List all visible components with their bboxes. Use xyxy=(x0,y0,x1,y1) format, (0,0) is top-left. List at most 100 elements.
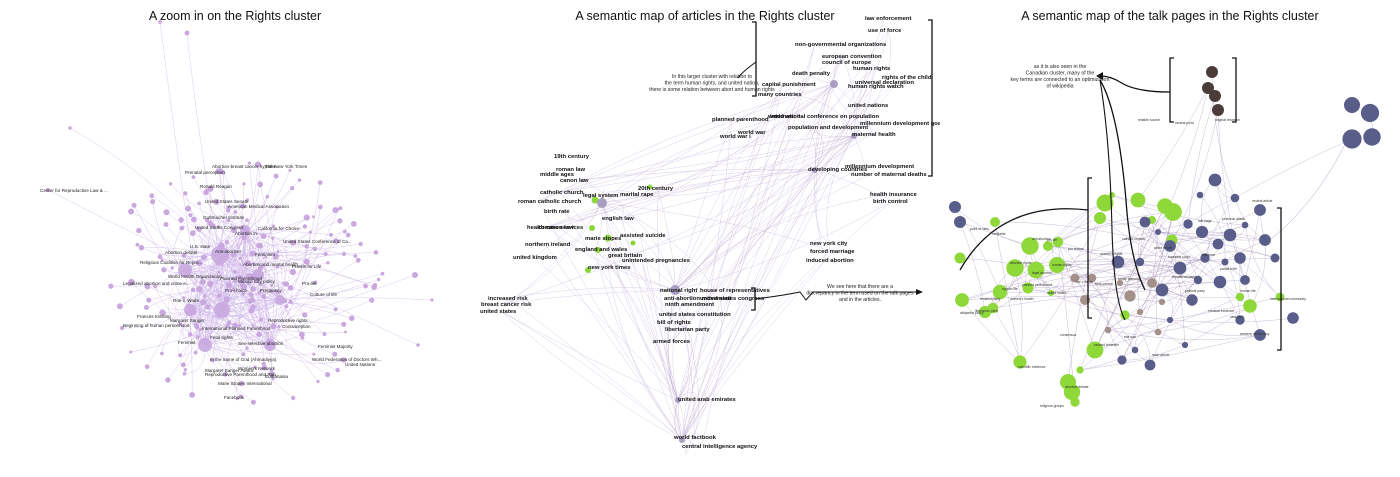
talk-edge xyxy=(1019,277,1076,363)
talk-pages-title: A semantic map of the talk pages in the … xyxy=(1021,9,1319,23)
talk-edge xyxy=(1269,129,1353,241)
rights-node xyxy=(153,284,158,289)
talk-term-label: libertarian party xyxy=(975,309,999,313)
talk-term-label: consensus xyxy=(1060,333,1077,337)
talk-node xyxy=(949,201,961,213)
rights-node xyxy=(217,270,221,274)
rights-node xyxy=(190,287,196,293)
rights-node xyxy=(290,186,295,191)
rights-edge xyxy=(167,308,191,311)
rights-node xyxy=(188,213,193,218)
article-edge xyxy=(677,250,831,401)
article-edge xyxy=(657,187,676,291)
rights-hub-node xyxy=(214,302,230,318)
article-edge xyxy=(672,313,680,401)
rights-node-label: Pro-life xyxy=(302,281,317,286)
article-term-label: death penalty xyxy=(792,71,831,77)
rights-node xyxy=(248,292,254,298)
talk-node xyxy=(1212,238,1224,250)
rights-node-label: Reproductive Parenthood and Rep... xyxy=(205,372,280,377)
rights-node xyxy=(194,324,200,330)
rights-node xyxy=(231,287,236,292)
rights-node xyxy=(120,325,125,331)
rights-edge xyxy=(204,330,271,346)
rights-node xyxy=(371,284,378,291)
rights-node xyxy=(182,371,187,376)
talk-node xyxy=(1086,341,1104,359)
annotation-top-line: there is some relation between abort and… xyxy=(649,87,775,93)
rights-node xyxy=(308,230,312,234)
article-node xyxy=(830,80,838,88)
article-edge xyxy=(621,83,835,219)
talk-edge xyxy=(999,231,1159,293)
rights-node xyxy=(183,191,188,196)
rights-node xyxy=(312,246,318,252)
rights-node xyxy=(302,224,308,229)
article-term-label: central intelligence agency xyxy=(682,444,758,450)
talk-node xyxy=(1243,299,1257,313)
article-edge xyxy=(674,131,759,291)
talk-term-label: late term xyxy=(1202,253,1215,257)
rights-edge xyxy=(189,229,246,311)
rights-node xyxy=(181,252,187,258)
rights-node xyxy=(288,299,293,305)
rights-node xyxy=(144,364,150,370)
rights-node-label: United States Congress xyxy=(195,225,244,230)
talk-annotation-line: as it is also seen in the xyxy=(1034,64,1087,70)
rights-node xyxy=(249,250,256,257)
article-edge xyxy=(546,226,676,291)
rights-node xyxy=(238,277,245,284)
rights-edge xyxy=(122,309,191,329)
talk-edge xyxy=(1144,221,1199,281)
annotation-bracket xyxy=(928,19,933,177)
article-term-label: new york times xyxy=(588,265,631,271)
talk-term-label: human rights xyxy=(1052,263,1072,267)
rights-node xyxy=(158,20,162,24)
talk-edge xyxy=(959,221,986,313)
rights-node xyxy=(290,239,297,246)
article-term-label: forced marriage xyxy=(810,249,855,255)
rights-node xyxy=(160,258,164,262)
rights-node-label: Legalized abortion and crime e... xyxy=(123,281,190,286)
rights-node xyxy=(240,203,246,209)
rights-edge xyxy=(269,336,298,346)
rights-node-label: World Health Organization xyxy=(168,274,222,279)
talk-term-label: religious groups xyxy=(1040,404,1064,408)
talk-node xyxy=(1116,279,1124,287)
rights-node xyxy=(208,284,212,288)
article-term-label: health care services xyxy=(527,225,584,231)
talk-edge xyxy=(961,299,1021,363)
rights-edge xyxy=(204,283,284,346)
talk-edge xyxy=(1204,197,1236,259)
talk-edge xyxy=(1171,224,1246,241)
article-edge xyxy=(532,202,603,258)
rights-node xyxy=(178,353,183,358)
article-node xyxy=(812,167,818,173)
talk-node xyxy=(1047,289,1055,297)
rights-edge xyxy=(184,269,193,395)
rights-node xyxy=(312,215,316,219)
talk-edge xyxy=(1157,331,1186,346)
talk-node xyxy=(1096,194,1114,212)
rights-hub-node xyxy=(264,339,276,351)
annotation-arrow xyxy=(737,61,757,79)
talk-arrow xyxy=(1099,79,1126,321)
rights-node xyxy=(200,299,207,306)
talk-edge xyxy=(1057,241,1153,284)
rights-node xyxy=(144,283,151,290)
article-term-label: capital punishment xyxy=(762,82,816,88)
rights-node xyxy=(246,273,253,280)
rights-node-label: Anti-abortion xyxy=(215,249,241,254)
rights-node xyxy=(178,217,184,223)
article-edge xyxy=(500,202,603,305)
talk-node xyxy=(1254,329,1266,341)
rights-edge xyxy=(244,225,288,301)
article-edge xyxy=(679,169,816,291)
article-node xyxy=(670,285,680,295)
rights-node-label: Marie Stopes International xyxy=(218,381,272,386)
article-edge xyxy=(674,200,894,291)
rights-node xyxy=(116,303,123,310)
talk-term-label: original research xyxy=(1215,118,1240,122)
rights-node xyxy=(196,285,203,293)
talk-edge xyxy=(1161,234,1231,291)
